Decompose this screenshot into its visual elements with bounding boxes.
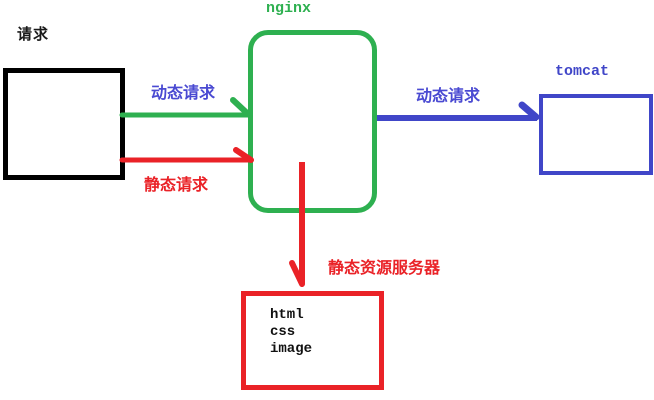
dynamic-request-left-arrowhead xyxy=(230,97,251,117)
nginx-node-label: nginx xyxy=(266,0,312,17)
static-file-css: css xyxy=(270,324,296,340)
request-node-label: 请求 xyxy=(17,26,50,43)
dynamic-request-left-label: 动态请求 xyxy=(151,85,216,102)
request-node-box xyxy=(3,68,125,180)
static-file-image: image xyxy=(270,341,313,357)
tomcat-node-label: tomcat xyxy=(555,63,610,80)
static-server-arrowhead xyxy=(289,260,305,287)
dynamic-request-right-arrowhead xyxy=(518,101,540,121)
tomcat-node-box xyxy=(539,94,653,175)
nginx-node-box xyxy=(248,30,377,213)
static-files-node-box: html css image xyxy=(241,291,384,390)
static-files-list: html css image xyxy=(270,307,312,358)
static-file-html: html xyxy=(270,307,304,323)
dynamic-request-right-label: 动态请求 xyxy=(416,88,481,105)
static-resource-server-label: 静态资源服务器 xyxy=(328,260,441,277)
static-request-label: 静态请求 xyxy=(144,177,209,194)
